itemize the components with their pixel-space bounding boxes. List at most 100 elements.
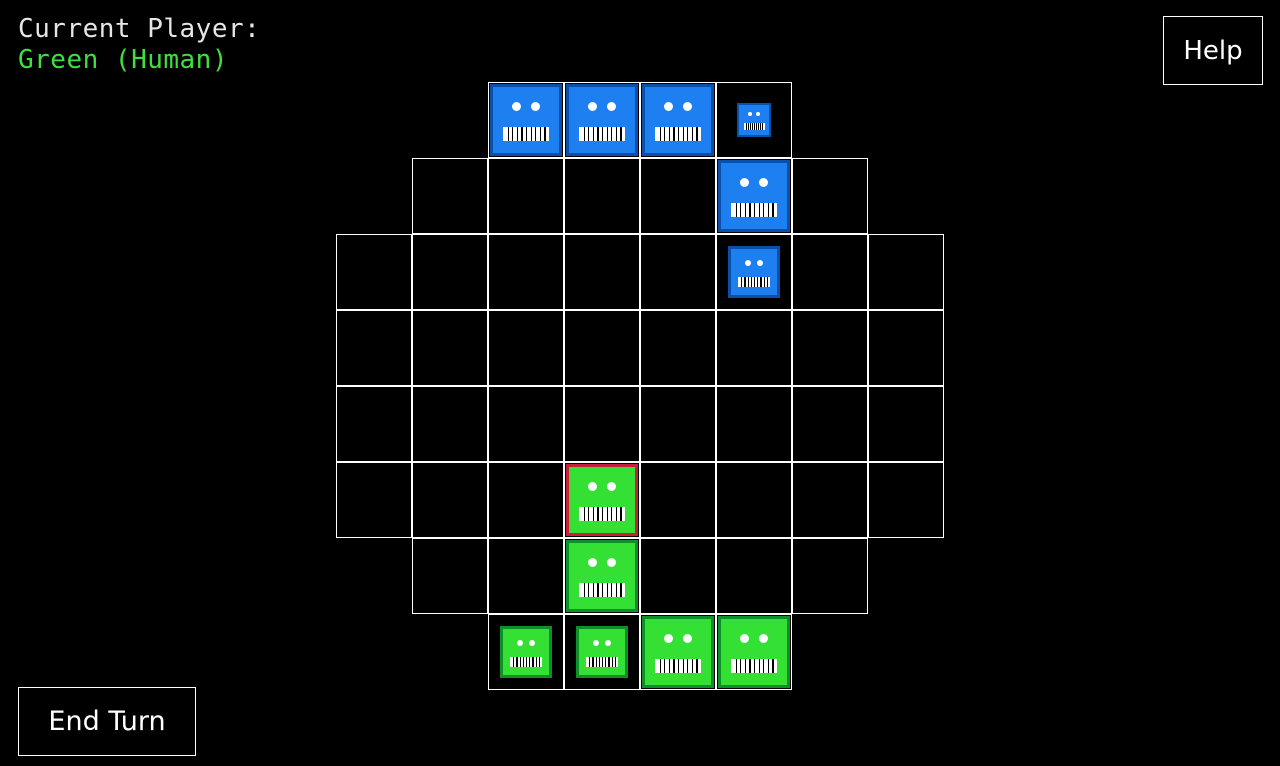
- board-cell-r1-c2[interactable]: [488, 158, 564, 234]
- board-cell-r4-c4[interactable]: [640, 386, 716, 462]
- end-turn-button[interactable]: End Turn: [18, 687, 196, 756]
- board-cell-r4-c3[interactable]: [564, 386, 640, 462]
- help-button[interactable]: Help: [1163, 16, 1263, 85]
- board-cell-r0-c2[interactable]: [488, 82, 564, 158]
- board-cell-r6-c6[interactable]: [792, 538, 868, 614]
- robot-tooth-gap: [601, 126, 604, 142]
- robot-tooth-gap: [664, 126, 666, 142]
- robot-tooth-gap: [744, 658, 746, 674]
- robot-tooth-gap: [598, 656, 600, 667]
- board-cell-r1-c5[interactable]: [716, 158, 792, 234]
- board-cell-r7-c3[interactable]: [564, 614, 640, 690]
- robot-tooth-gap: [760, 123, 761, 130]
- green-robot-piece[interactable]: [576, 626, 628, 678]
- blue-robot-piece[interactable]: [566, 84, 638, 156]
- board-cell-r7-c2[interactable]: [488, 614, 564, 690]
- board-cell-r3-c1[interactable]: [412, 310, 488, 386]
- robot-tooth-gap: [620, 582, 622, 598]
- board-cell-r5-c2[interactable]: [488, 462, 564, 538]
- robot-tooth-gap: [597, 582, 599, 598]
- board-cell-r1-c3[interactable]: [564, 158, 640, 234]
- board-cell-r0-c4[interactable]: [640, 82, 716, 158]
- board-cell-r5-c6[interactable]: [792, 462, 868, 538]
- board-cell-r5-c3[interactable]: [564, 462, 640, 538]
- board-cell-r3-c7[interactable]: [868, 310, 944, 386]
- board-cell-r2-c4[interactable]: [640, 234, 716, 310]
- robot-tooth-gap: [583, 582, 585, 598]
- board-cell-r3-c2[interactable]: [488, 310, 564, 386]
- green-robot-piece[interactable]: [566, 540, 638, 612]
- board-cell-r1-c6[interactable]: [792, 158, 868, 234]
- board-cell-r5-c0[interactable]: [336, 462, 412, 538]
- board-cell-r7-c4[interactable]: [640, 614, 716, 690]
- board-cell-r2-c7[interactable]: [868, 234, 944, 310]
- board-cell-r4-c6[interactable]: [792, 386, 868, 462]
- board-cell-r5-c4[interactable]: [640, 462, 716, 538]
- board-cell-r5-c7[interactable]: [868, 462, 944, 538]
- board-cell-r2-c0[interactable]: [336, 234, 412, 310]
- robot-tooth-gap: [597, 506, 599, 522]
- green-robot-piece[interactable]: [642, 616, 714, 688]
- board-cell-r7-c5[interactable]: [716, 614, 792, 690]
- blue-robot-piece[interactable]: [490, 84, 562, 156]
- board-cell-r6-c3[interactable]: [564, 538, 640, 614]
- board-cell-r4-c1[interactable]: [412, 386, 488, 462]
- robot-tooth-gap: [691, 658, 694, 674]
- board-cell-r2-c2[interactable]: [488, 234, 564, 310]
- board-cell-r5-c5[interactable]: [716, 462, 792, 538]
- board-cell-r3-c4[interactable]: [640, 310, 716, 386]
- board-cell-r1-c1[interactable]: [412, 158, 488, 234]
- robot-tooth-gap: [538, 656, 541, 667]
- robot-tooth-gap: [664, 658, 666, 674]
- blue-robot-piece[interactable]: [737, 103, 771, 137]
- board-cell-r5-c1[interactable]: [412, 462, 488, 538]
- board-cell-r6-c1[interactable]: [412, 538, 488, 614]
- green-robot-piece[interactable]: [718, 616, 790, 688]
- robot-tooth-gap: [608, 656, 610, 667]
- board-cell-r3-c3[interactable]: [564, 310, 640, 386]
- board-cell-r3-c6[interactable]: [792, 310, 868, 386]
- robot-mouth-icon: [737, 276, 771, 287]
- board-cell-r2-c3[interactable]: [564, 234, 640, 310]
- board-cell-r6-c2[interactable]: [488, 538, 564, 614]
- robot-eye-icon: [758, 178, 768, 188]
- robot-eye-icon: [605, 639, 612, 646]
- board-cell-r2-c6[interactable]: [792, 234, 868, 310]
- board-cell-r4-c7[interactable]: [868, 386, 944, 462]
- robot-tooth-gap: [763, 658, 765, 674]
- blue-robot-piece[interactable]: [718, 160, 790, 232]
- board-cell-r0-c3[interactable]: [564, 82, 640, 158]
- board-cell-r6-c5[interactable]: [716, 538, 792, 614]
- robot-mouth-icon: [730, 202, 778, 218]
- green-robot-piece[interactable]: [500, 626, 552, 678]
- robot-mouth-icon: [578, 506, 626, 522]
- board-cell-r4-c2[interactable]: [488, 386, 564, 462]
- board-cell-r4-c5[interactable]: [716, 386, 792, 462]
- robot-eye-icon: [588, 102, 598, 112]
- robot-tooth-gap: [588, 582, 590, 598]
- robot-tooth-gap: [592, 126, 594, 142]
- board-cell-r3-c5[interactable]: [716, 310, 792, 386]
- board-cell-r0-c5[interactable]: [716, 82, 792, 158]
- blue-robot-piece[interactable]: [642, 84, 714, 156]
- robot-eye-icon: [664, 634, 674, 644]
- board-cell-r1-c4[interactable]: [640, 158, 716, 234]
- green-robot-piece[interactable]: [566, 464, 638, 536]
- robot-eye-icon: [757, 259, 764, 266]
- board-cell-r2-c1[interactable]: [412, 234, 488, 310]
- robot-tooth-gap: [668, 126, 670, 142]
- board-cell-r6-c4[interactable]: [640, 538, 716, 614]
- current-player-name: Green (Human): [18, 45, 228, 75]
- board-cell-r3-c0[interactable]: [336, 310, 412, 386]
- board-cell-r2-c5[interactable]: [716, 234, 792, 310]
- robot-eye-icon: [758, 634, 768, 644]
- robot-eye-icon: [516, 639, 523, 646]
- blue-robot-piece[interactable]: [728, 246, 780, 298]
- robot-tooth-gap: [525, 656, 528, 667]
- robot-eye-icon: [682, 634, 692, 644]
- robot-eye-icon: [606, 102, 616, 112]
- robot-tooth-gap: [758, 658, 760, 674]
- robot-tooth-gap: [530, 126, 532, 142]
- robot-tooth-gap: [605, 656, 607, 667]
- board-cell-r4-c0[interactable]: [336, 386, 412, 462]
